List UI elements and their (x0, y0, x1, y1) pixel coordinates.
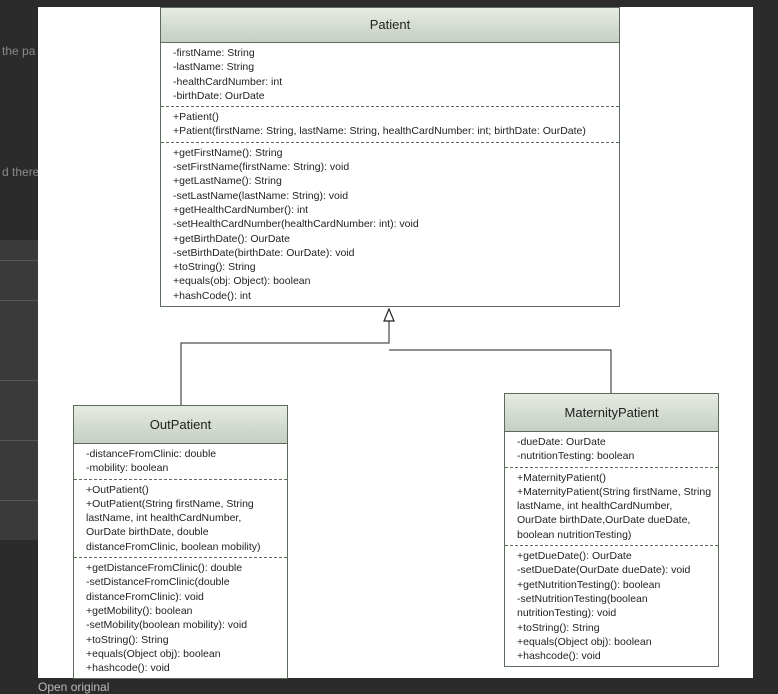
method: -setBirthDate(birthDate: OurDate): void (173, 246, 355, 259)
method: +getHealthCardNumber(): int (173, 203, 309, 216)
attributes-section: -firstName: String -lastName: String -he… (161, 43, 619, 106)
attributes-section: -distanceFromClinic: double -mobility: b… (74, 444, 287, 479)
attribute: -distanceFromClinic: double (86, 448, 217, 460)
method: +getDistanceFromClinic(): double (86, 562, 243, 575)
attributes-section: -dueDate: OurDate -nutritionTesting: boo… (505, 432, 718, 467)
background-text: d there (2, 165, 40, 179)
constructor: +OutPatient(String firstName, String las… (86, 497, 261, 553)
method: +hashcode(): void (517, 650, 601, 663)
method: -setLastName(lastName: String): void (173, 189, 349, 202)
method: +getFirstName(): String (173, 146, 283, 159)
method: -setNutritionTesting(boolean nutritionTe… (517, 592, 648, 620)
class-patient[interactable]: Patient -firstName: String -lastName: St… (160, 7, 620, 308)
attribute: -firstName: String (173, 47, 255, 59)
generalization-connectors (180, 307, 612, 405)
method: -setDistanceFromClinic(double distanceFr… (86, 576, 230, 603)
method: +hashCode(): int (173, 289, 251, 302)
constructor: +Patient(firstName: String, lastName: St… (173, 125, 586, 138)
methods-section: +getDueDate(): OurDate -setDueDate(OurDa… (505, 545, 718, 666)
open-original-link[interactable]: Open original (38, 680, 110, 694)
method: +equals(obj: Object): boolean (173, 275, 311, 288)
method: -setHealthCardNumber(healthCardNumber: i… (173, 218, 419, 231)
constructors-section: +Patient() +Patient(firstName: String, l… (161, 106, 619, 142)
method: +getLastName(): String (173, 175, 282, 188)
attribute: -dueDate: OurDate (517, 436, 606, 448)
class-name: MaternityPatient (505, 394, 718, 432)
attribute: -healthCardNumber: int (173, 75, 283, 88)
method: +hashcode(): void (86, 662, 170, 675)
attribute: -birthDate: OurDate (173, 89, 265, 102)
image-viewer-frame: Patient -firstName: String -lastName: St… (38, 7, 753, 680)
class-name: Patient (161, 8, 619, 43)
methods-section: +getFirstName(): String -setFirstName(fi… (161, 141, 619, 306)
constructors-section: +MaternityPatient() +MaternityPatient(St… (505, 466, 718, 545)
class-maternitypatient[interactable]: MaternityPatient -dueDate: OurDate -nutr… (504, 393, 719, 668)
method: +toString(): String (173, 261, 256, 274)
background-text: the pa (2, 44, 36, 58)
method: +equals(Object obj): boolean (86, 647, 221, 660)
constructor: +MaternityPatient(String firstName, Stri… (517, 485, 712, 541)
generalization-arrowhead (383, 307, 395, 322)
constructor: +Patient() (173, 111, 219, 124)
method: +toString(): String (517, 621, 600, 634)
attribute: -nutritionTesting: boolean (517, 450, 635, 463)
method: -setMobility(boolean mobility): void (86, 619, 248, 632)
method: +toString(): String (86, 633, 169, 646)
class-name: OutPatient (74, 406, 287, 444)
constructors-section: +OutPatient() +OutPatient(String firstNa… (74, 478, 287, 557)
method: -setFirstName(firstName: String): void (173, 161, 350, 174)
inheritance-line-outpatient (180, 317, 390, 405)
method: -setDueDate(OurDate dueDate): void (517, 564, 691, 577)
methods-section: +getDistanceFromClinic(): double -setDis… (74, 557, 287, 678)
method: +getBirthDate(): OurDate (173, 232, 291, 245)
attribute: -mobility: boolean (86, 462, 169, 475)
method: +getDueDate(): OurDate (517, 550, 632, 563)
method: +getMobility(): boolean (86, 604, 193, 617)
class-outpatient[interactable]: OutPatient -distanceFromClinic: double -… (73, 405, 288, 680)
inheritance-line-maternity (389, 349, 612, 393)
method: +getNutritionTesting(): boolean (517, 578, 661, 591)
attribute: -lastName: String (173, 61, 255, 74)
method: +equals(Object obj): boolean (517, 635, 652, 648)
constructor: +OutPatient() (86, 483, 149, 496)
constructor: +MaternityPatient() (517, 471, 606, 484)
